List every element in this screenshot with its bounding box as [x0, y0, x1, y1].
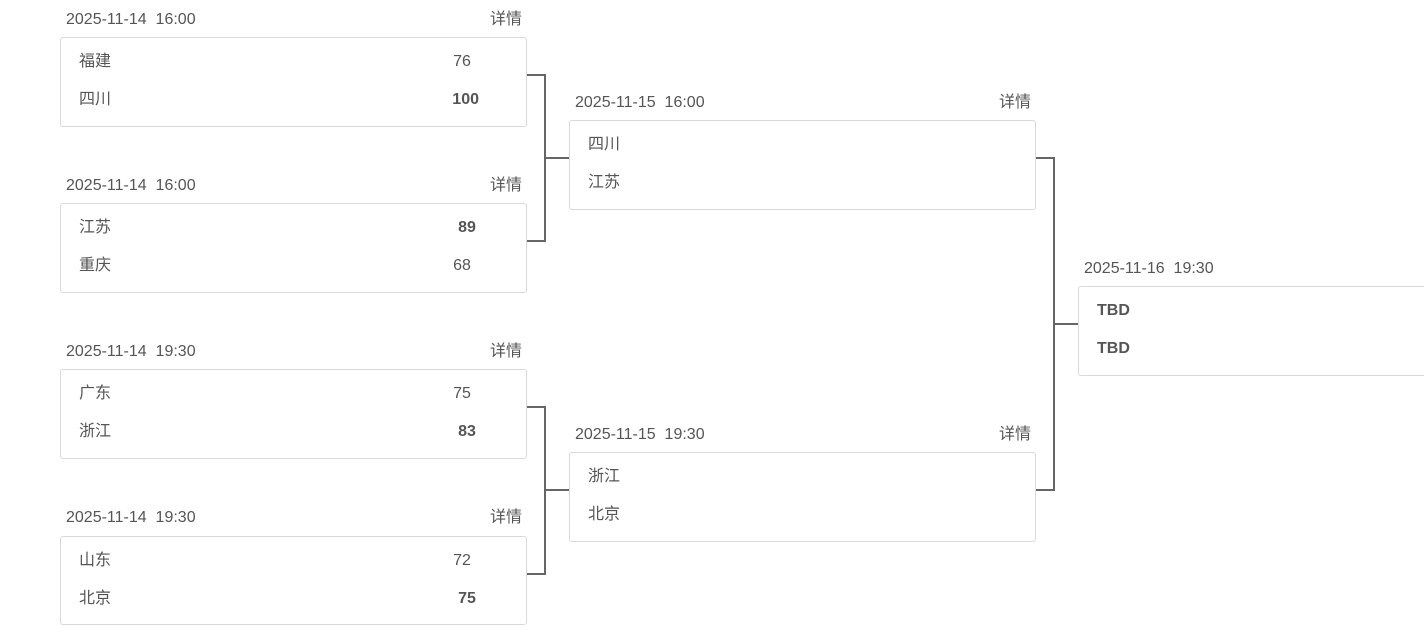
team-name: 江苏: [588, 174, 621, 191]
bracket-connector: [544, 157, 569, 159]
match-time: 2025-11-15 16:00: [575, 94, 705, 111]
bracket-connector: [527, 74, 545, 76]
team-name: 浙江: [588, 468, 621, 485]
match-time: 2025-11-16 19:30: [1084, 260, 1214, 277]
match-header: 2025-11-14 19:30 详情: [60, 506, 526, 530]
team-name: TBD: [1097, 340, 1130, 357]
match-card[interactable]: 江苏 89 重庆 68: [60, 203, 527, 293]
match-header: 2025-11-15 19:30 详情: [569, 423, 1035, 447]
match-header: 2025-11-14 16:00 详情: [60, 8, 526, 32]
match-time: 2025-11-15 19:30: [575, 426, 705, 443]
team-score: 83: [458, 423, 476, 440]
team-row: 浙江: [570, 458, 1035, 496]
team-name: 重庆: [79, 257, 112, 274]
team-score: 76: [453, 53, 471, 70]
team-name: 福建: [79, 53, 112, 70]
team-score: 72: [453, 552, 471, 569]
details-link[interactable]: 详情: [489, 509, 522, 526]
details-link[interactable]: 详情: [998, 94, 1031, 111]
team-row: 四川: [570, 126, 1035, 164]
bracket-connector: [1036, 489, 1054, 491]
team-name: 北京: [588, 506, 621, 523]
match-header: 2025-11-14 19:30 详情: [60, 340, 526, 364]
match-card[interactable]: 广东 75 浙江 83: [60, 369, 527, 459]
match-header: 2025-11-16 19:30: [1078, 257, 1418, 281]
match-time: 2025-11-14 19:30: [66, 343, 196, 360]
team-row: 福建 76: [61, 43, 526, 81]
match-time: 2025-11-14 19:30: [66, 509, 196, 526]
details-link[interactable]: 详情: [998, 426, 1031, 443]
team-name: 浙江: [79, 423, 112, 440]
match-card[interactable]: 浙江 北京: [569, 452, 1036, 542]
match-time: 2025-11-14 16:00: [66, 11, 196, 28]
bracket-connector: [544, 489, 569, 491]
match-card[interactable]: 四川 江苏: [569, 120, 1036, 210]
bracket-connector: [527, 240, 545, 242]
team-score: 68: [453, 257, 471, 274]
team-row: TBD: [1079, 330, 1424, 368]
team-name: 广东: [79, 385, 112, 402]
details-link[interactable]: 详情: [489, 177, 522, 194]
team-row: 江苏: [570, 164, 1035, 202]
team-row: TBD: [1079, 292, 1424, 330]
team-name: 四川: [79, 91, 112, 108]
team-row: 北京 75: [61, 580, 526, 618]
team-name: 四川: [588, 136, 621, 153]
team-name: 山东: [79, 552, 112, 569]
bracket-connector: [1053, 323, 1078, 325]
team-name: TBD: [1097, 302, 1130, 319]
match-header: 2025-11-14 16:00 详情: [60, 174, 526, 198]
bracket-connector: [527, 573, 545, 575]
details-link[interactable]: 详情: [489, 343, 522, 360]
team-row: 江苏 89: [61, 209, 526, 247]
team-row: 浙江 83: [61, 413, 526, 451]
match-header: 2025-11-15 16:00 详情: [569, 91, 1035, 115]
match-card[interactable]: 福建 76 四川 100: [60, 37, 527, 127]
team-score: 75: [453, 385, 471, 402]
team-row: 广东 75: [61, 375, 526, 413]
match-time: 2025-11-14 16:00: [66, 177, 196, 194]
team-score: 100: [452, 91, 479, 108]
bracket-connector: [1036, 157, 1054, 159]
team-score: 75: [458, 590, 476, 607]
team-name: 北京: [79, 590, 112, 607]
match-card[interactable]: TBD TBD: [1078, 286, 1424, 376]
bracket-connector: [527, 406, 545, 408]
team-row: 重庆 68: [61, 247, 526, 285]
match-card[interactable]: 山东 72 北京 75: [60, 536, 527, 625]
team-name: 江苏: [79, 219, 112, 236]
team-score: 89: [458, 219, 476, 236]
team-row: 山东 72: [61, 542, 526, 580]
team-row: 北京: [570, 496, 1035, 534]
team-row: 四川 100: [61, 81, 526, 119]
details-link[interactable]: 详情: [489, 11, 522, 28]
